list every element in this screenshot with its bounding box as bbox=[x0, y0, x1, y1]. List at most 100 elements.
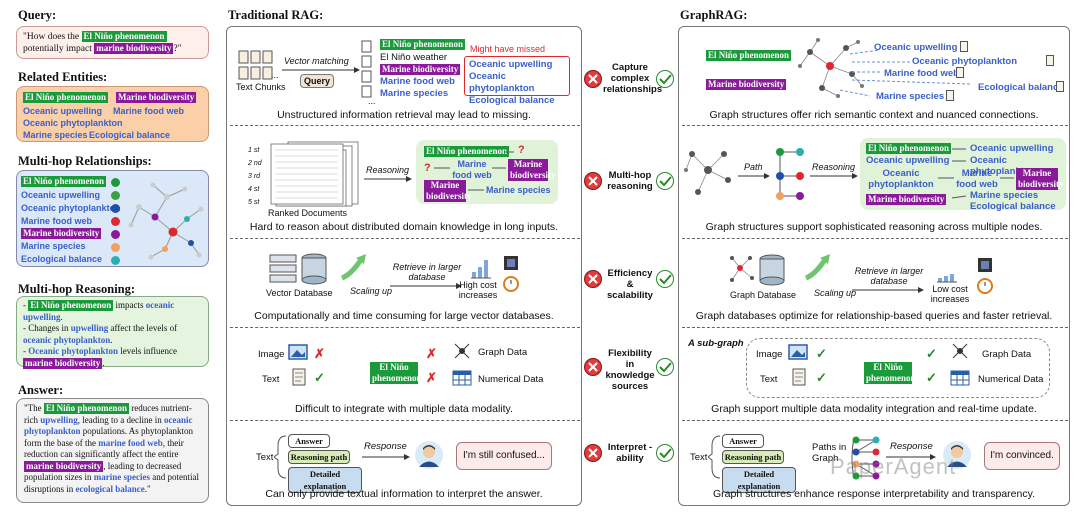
scaling-up-label: Scaling up bbox=[814, 288, 857, 298]
image-label: Image bbox=[258, 349, 285, 360]
criterion-label: Interpret -ability bbox=[607, 442, 653, 464]
entity-marine-biodiversity: Marine biodiversity bbox=[1016, 168, 1064, 190]
row-caption: Can only provide textual information to … bbox=[265, 488, 543, 500]
check-mark-icon: ✓ bbox=[816, 346, 827, 361]
knowledge-graph-icon bbox=[684, 151, 731, 195]
watermark: PaperAgent bbox=[830, 454, 957, 479]
retrieved-item: El Niño weather bbox=[380, 52, 448, 63]
growth-arrow-icon bbox=[340, 254, 366, 281]
row-caption: Computationally and time consuming for l… bbox=[254, 310, 554, 322]
divider bbox=[682, 327, 1068, 328]
bracket bbox=[708, 435, 721, 479]
legend-dot bbox=[111, 191, 120, 200]
document-stack-icon bbox=[361, 40, 372, 98]
entity-label: Oceanic phytoplankton bbox=[23, 118, 123, 128]
ellipsis: ... bbox=[368, 96, 376, 106]
query-box: "How does the El Niño phenomenon potenti… bbox=[16, 26, 209, 59]
entity-marine-biodiversity: Marine biodiversity bbox=[424, 180, 472, 202]
answer-text: , leading to decreased population sizes … bbox=[24, 460, 182, 483]
legend-dot bbox=[111, 217, 120, 226]
knowledge-graph-icon bbox=[798, 38, 864, 98]
rank-label: 3 rd bbox=[248, 173, 261, 180]
related-entities-box: El Niño phenomenon Marine biodiversity O… bbox=[16, 86, 209, 142]
text-chunks-icon bbox=[238, 50, 273, 80]
cross-mark-icon: ✗ bbox=[426, 346, 437, 361]
entity-marine-biodiversity: Marine biodiversity bbox=[116, 92, 197, 103]
entity-el-nino: El Niño phenomenon bbox=[864, 362, 916, 384]
graph-data-label: Graph Data bbox=[478, 347, 528, 358]
query-text: potentially impact bbox=[23, 44, 92, 54]
entity-el-nino: El Niño phenomenon bbox=[21, 176, 107, 187]
rank-label: 4 st bbox=[248, 186, 260, 193]
entity-label: oceanic upwelling bbox=[23, 300, 175, 322]
bracket bbox=[274, 435, 287, 479]
answer-title: Answer: bbox=[18, 383, 64, 397]
reason-text: - bbox=[23, 300, 29, 310]
legend-dot bbox=[111, 256, 120, 265]
image-label: Image bbox=[756, 349, 783, 360]
divider bbox=[682, 238, 1068, 239]
entity-el-nino: El Niño phenomenon bbox=[706, 50, 792, 61]
criterion-label: Capture complex relationships bbox=[603, 62, 663, 95]
entity-el-nino: El Niño phenomenon bbox=[866, 143, 952, 154]
document-icon bbox=[292, 368, 306, 386]
entity-label: Marine food web bbox=[21, 216, 93, 226]
numerical-data-label: Numerical Data bbox=[478, 374, 544, 385]
query-text: ?" bbox=[173, 44, 182, 54]
rank-label: 2 nd bbox=[248, 160, 262, 167]
multihop-reasoning-title: Multi-hop Reasoning: bbox=[18, 282, 136, 296]
text-label: Text bbox=[760, 374, 778, 385]
entity-el-nino: El Niño phenomenon bbox=[43, 403, 129, 414]
document-icon bbox=[1046, 55, 1054, 66]
missed-item: Ecological balance bbox=[469, 95, 555, 106]
reasoning-result-box: El Niño phenomenon Oceanic upwelling Oce… bbox=[860, 138, 1066, 212]
table-icon bbox=[452, 370, 472, 386]
arrow-icon bbox=[282, 67, 360, 73]
entity-marine-biodiversity: marine biodiversity bbox=[94, 43, 174, 54]
scaling-up-label: Scaling up bbox=[350, 286, 393, 296]
image-icon bbox=[788, 344, 808, 360]
vector-matching-label: Vector matching bbox=[284, 56, 349, 66]
paths-in-graph-label: Paths in Graph bbox=[812, 442, 847, 464]
graph-data-icon bbox=[454, 343, 470, 359]
reasoning-label: Reasoning bbox=[366, 165, 410, 175]
entity-label: Ecological balance bbox=[89, 130, 171, 140]
criteria-marks bbox=[588, 74, 672, 459]
row-caption: Hard to reason about distributed domain … bbox=[249, 221, 559, 233]
text-label: Text bbox=[256, 452, 274, 463]
graphrag-title: GraphRAG: bbox=[680, 8, 748, 22]
graph-item: Oceanic phytoplankton bbox=[912, 56, 1018, 67]
entity-marine-biodiversity: Marine biodiversity bbox=[706, 79, 787, 90]
entity-el-nino: El Niño phenomenon bbox=[380, 39, 466, 50]
chip-stopwatch-icon bbox=[977, 258, 993, 294]
reasoning-path-pill: Reasoning path bbox=[288, 450, 350, 464]
entity-marine-biodiversity: Marine biodiversity bbox=[380, 64, 461, 75]
graph-database-label: Graph Database bbox=[730, 290, 797, 300]
entity-label: Oceanic phytoplankton bbox=[21, 203, 121, 213]
multihop-relationships-title: Multi-hop Relationships: bbox=[18, 154, 152, 168]
query-title: Query: bbox=[18, 8, 57, 22]
entity-label: ecological balance bbox=[75, 483, 145, 494]
entity-label: Oceanic phytoplankton bbox=[970, 155, 1036, 177]
graph-data-label: Graph Data bbox=[982, 349, 1032, 360]
entity-label: Marine species bbox=[23, 130, 88, 140]
cross-mark-icon: ✗ bbox=[314, 346, 325, 361]
row-caption: Graph structures offer rich semantic con… bbox=[709, 109, 1039, 121]
detailed-explanation-pill: Detailed explanation bbox=[288, 467, 362, 493]
chip-stopwatch-icon bbox=[503, 256, 519, 292]
bar-chart-icon bbox=[937, 274, 957, 283]
response-bubble: I'm still confused... bbox=[456, 442, 552, 470]
entity-label: Marine food web bbox=[956, 168, 998, 190]
check-icon bbox=[656, 358, 674, 376]
entity-label: Marine food web bbox=[113, 106, 185, 116]
vector-database-icon bbox=[269, 253, 327, 285]
vector-database-label: Vector Database bbox=[266, 288, 333, 298]
unknown-mark: ? bbox=[518, 144, 525, 156]
answer-text: ." bbox=[144, 483, 151, 494]
arrow-icon bbox=[364, 176, 412, 182]
answer-text: and potential disruptions in bbox=[24, 472, 199, 494]
answer-text: "The bbox=[24, 403, 44, 413]
entity-marine-biodiversity: marine biodiversity bbox=[23, 357, 103, 369]
dashed-arrows bbox=[839, 49, 971, 97]
entity-marine-biodiversity: Marine biodiversity bbox=[21, 228, 102, 239]
